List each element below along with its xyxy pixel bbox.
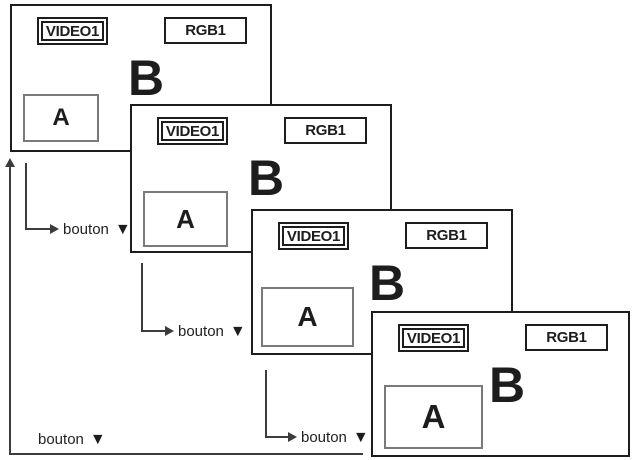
step2-right-arrowhead-icon xyxy=(165,326,174,336)
video1-input-badge: VIDEO1 xyxy=(157,117,228,145)
sub-picture-label: A xyxy=(297,301,318,332)
sub-picture-box: A xyxy=(261,287,354,347)
screen-state-1: VIDEO1 RGB1 B A xyxy=(10,4,272,152)
step1-button-label: bouton ▼ xyxy=(63,221,131,238)
step3-arrow-horizontal-line xyxy=(265,436,289,438)
rgb1-input-badge: RGB1 xyxy=(284,117,367,144)
step3-right-arrowhead-icon xyxy=(288,432,297,442)
bouton-text: bouton xyxy=(301,429,347,446)
main-picture-label: B xyxy=(248,150,285,206)
rgb1-input-badge: RGB1 xyxy=(525,324,608,351)
sub-picture-label: A xyxy=(421,398,446,435)
video1-input-badge: VIDEO1 xyxy=(37,17,108,45)
return-arrow-left-line xyxy=(9,166,11,455)
main-picture-label: B xyxy=(369,255,406,311)
sub-picture-box: A xyxy=(23,94,99,142)
step1-arrow-vertical-line xyxy=(25,163,27,230)
sub-picture-label: A xyxy=(52,104,70,131)
video1-input-badge: VIDEO1 xyxy=(278,222,349,250)
bouton-text: bouton xyxy=(178,323,224,340)
step1-arrow-horizontal-line xyxy=(25,228,51,230)
step3-arrow-vertical-line xyxy=(265,370,267,438)
return-arrow-bottom-line xyxy=(10,453,363,455)
step3-button-label: bouton ▼ xyxy=(301,429,369,446)
rgb1-input-badge: RGB1 xyxy=(164,17,247,44)
step2-arrow-vertical-line xyxy=(141,263,143,332)
return-up-arrowhead-icon xyxy=(5,158,15,167)
sub-picture-label: A xyxy=(176,203,195,234)
step1-right-arrowhead-icon xyxy=(50,224,59,234)
down-triangle-icon: ▼ xyxy=(229,323,246,340)
bouton-text: bouton xyxy=(38,431,84,448)
step2-arrow-horizontal-line xyxy=(141,330,166,332)
down-triangle-icon: ▼ xyxy=(114,221,131,238)
screen-state-4: VIDEO1 RGB1 B A xyxy=(371,311,630,457)
video1-input-badge-label: VIDEO1 xyxy=(402,328,465,348)
sub-picture-box: A xyxy=(143,191,228,247)
rgb1-input-badge: RGB1 xyxy=(405,222,488,249)
main-picture-label: B xyxy=(128,50,165,106)
video1-input-badge-label: VIDEO1 xyxy=(41,21,104,41)
video1-input-badge: VIDEO1 xyxy=(398,324,469,352)
bouton-text: bouton xyxy=(63,221,109,238)
main-picture-label: B xyxy=(489,357,526,413)
down-triangle-icon: ▼ xyxy=(352,429,369,446)
video1-input-badge-label: VIDEO1 xyxy=(282,226,345,246)
video1-input-badge-label: VIDEO1 xyxy=(161,121,224,141)
return-button-label: bouton ▼ xyxy=(38,431,106,448)
sub-picture-box: A xyxy=(384,385,483,449)
step2-button-label: bouton ▼ xyxy=(178,323,246,340)
down-triangle-icon: ▼ xyxy=(89,431,106,448)
